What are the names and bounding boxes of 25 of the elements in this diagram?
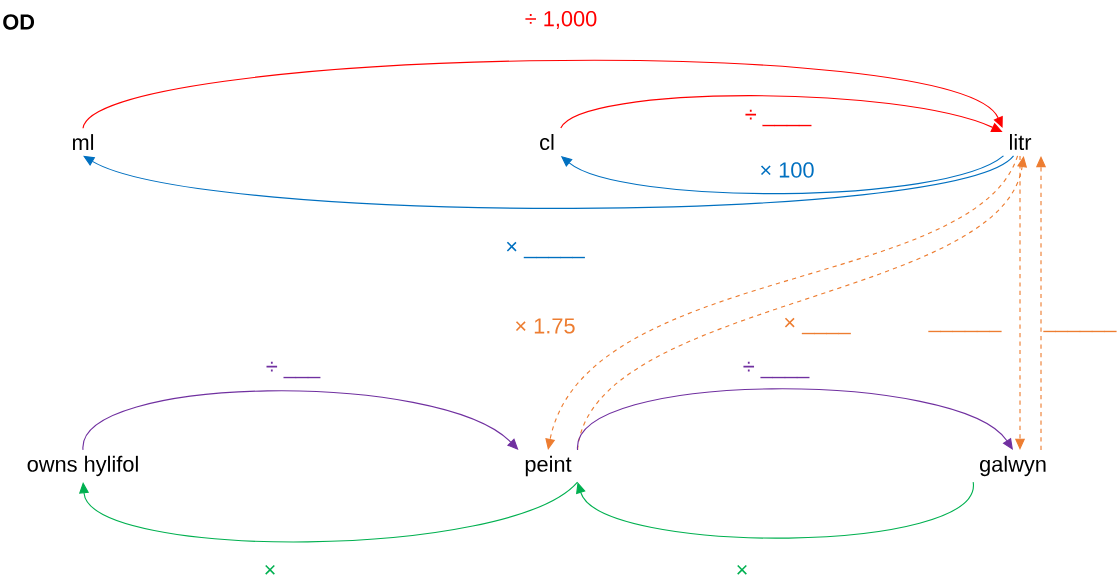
arrow xyxy=(576,481,974,539)
unit-label: ml xyxy=(72,134,94,150)
arrow xyxy=(78,481,579,543)
edge-label: ÷ ____ xyxy=(743,108,813,128)
edge-label: × 100 xyxy=(758,160,816,180)
arrow xyxy=(82,390,519,451)
edge-label: × xyxy=(734,563,750,579)
edge-label: × xyxy=(262,563,278,579)
arrow xyxy=(577,388,1013,451)
edge-label: × ____ xyxy=(781,316,853,336)
edge-label: ______ xyxy=(927,326,1003,334)
arrow xyxy=(82,60,1003,129)
unit-label: cl xyxy=(540,134,554,150)
arrow xyxy=(83,155,1015,209)
edge-label: ______ xyxy=(1042,326,1118,334)
unit-label: peint xyxy=(525,455,572,477)
edge-label: ÷ ____ xyxy=(741,360,811,380)
edge-label: × 1.75 xyxy=(513,317,577,335)
edge-label: ÷ 1,000 xyxy=(523,9,599,31)
heading: OD xyxy=(3,14,35,30)
edge-label: ÷ ___ xyxy=(264,360,322,380)
edge-label: × _____ xyxy=(503,240,587,260)
unit-label: litr xyxy=(1010,134,1032,150)
unit-label: galwyn xyxy=(980,455,1046,477)
unit-label: owns hylifol xyxy=(27,455,138,477)
